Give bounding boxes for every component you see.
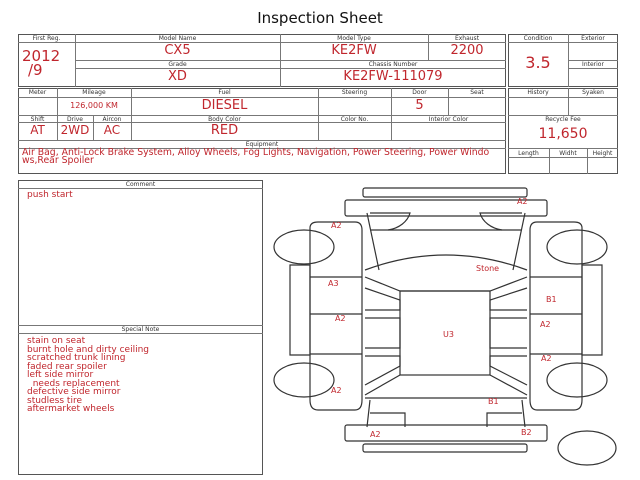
special-note-item: defective side mirror	[27, 387, 121, 397]
model-type-value: KE2FW	[331, 43, 377, 58]
damage-mark: B2	[521, 428, 532, 437]
comment-label: Comment	[125, 181, 156, 188]
equipment-value: Air Bag, Anti-Lock Brake System, Alloy W…	[22, 147, 490, 166]
special-note-item: burnt hole and dirty ceiling	[27, 344, 149, 355]
equipment-label: Equipment	[245, 141, 279, 148]
special-note-item: studless tire	[27, 395, 82, 406]
door-value: 5	[415, 98, 424, 113]
aircon-label: Aircon	[102, 116, 122, 123]
wheel-rear-right	[546, 362, 608, 398]
exhaust-label: Exhaust	[454, 35, 480, 42]
steering-label: Steering	[341, 89, 368, 96]
mileage-value: 126,000 KM	[70, 101, 118, 110]
fuel-label: Fuel	[218, 89, 231, 96]
door-label: Door	[412, 89, 427, 96]
interior-label: Interior	[582, 61, 604, 68]
special-note-item: scratched trunk lining	[27, 353, 126, 363]
chassis-value: KE2FW-111079	[343, 69, 443, 84]
first-reg-year: 2012	[22, 47, 61, 65]
chassis-label: Chassis Number	[368, 61, 418, 68]
special-note-label: Special Note	[121, 326, 160, 333]
body-color-label: Body Color	[208, 116, 241, 123]
interior-color-label: Interior Color	[428, 116, 469, 123]
comment-panel	[18, 180, 263, 475]
drive-value: 2WD	[60, 123, 90, 137]
recycle-fee-label: Recycle Fee	[545, 116, 581, 123]
damage-mark: A2	[331, 386, 342, 395]
page-title: Inspection Sheet	[257, 9, 383, 27]
damage-mark: A2	[517, 197, 528, 206]
length-label: Length	[518, 150, 539, 157]
condition-value: 3.5	[525, 53, 551, 72]
comment-text: push start	[27, 190, 73, 200]
damage-mark: A3	[328, 279, 339, 288]
grade-value: XD	[168, 69, 187, 84]
shift-label: Shift	[30, 116, 45, 123]
spare-tire	[557, 430, 617, 466]
width-label: Widht	[559, 150, 577, 157]
mileage-label: Mileage	[82, 89, 106, 96]
special-note-item: faded rear spoiler	[27, 361, 107, 372]
damage-mark: B1	[488, 397, 499, 406]
wheel-front-right	[546, 229, 608, 265]
history-table	[508, 88, 618, 174]
fuel-value: DIESEL	[201, 98, 248, 113]
damage-mark: A2	[331, 221, 342, 230]
condition-label: Condition	[523, 35, 553, 42]
model-type-label: Model Type	[337, 35, 371, 42]
body-color-value: RED	[210, 123, 239, 138]
damage-mark: A2	[540, 320, 551, 329]
first-reg-month: /9	[28, 61, 43, 79]
exterior-label: Exterior	[581, 35, 605, 42]
exhaust-value: 2200	[450, 43, 484, 58]
damage-mark: A2	[335, 314, 346, 323]
damage-mark: A2	[370, 430, 381, 439]
meter-label: Meter	[28, 89, 47, 96]
aircon-value: AC	[103, 123, 121, 137]
color-no-label: Color No.	[340, 116, 369, 123]
model-name-label: Model Name	[158, 35, 197, 42]
syaken-label: Syaken	[582, 89, 604, 96]
grade-label: Grade	[168, 61, 187, 68]
damage-mark: B1	[546, 295, 557, 304]
spec-table	[18, 88, 506, 174]
height-label: Height	[592, 150, 613, 157]
shift-value: AT	[30, 123, 45, 137]
history-label: History	[527, 89, 549, 96]
special-note-item: left side mirror	[27, 370, 94, 380]
special-note-item: stain on seat	[27, 336, 86, 346]
first-reg-label: First Reg.	[32, 35, 61, 42]
damage-mark: U3	[443, 330, 454, 339]
damage-mark: A2	[541, 354, 552, 363]
recycle-fee-value: 11,650	[538, 126, 588, 142]
damage-mark: Stone	[476, 264, 500, 273]
model-name-value: CX5	[164, 43, 191, 58]
drive-label: Drive	[67, 116, 83, 123]
wheel-front-left	[273, 229, 335, 265]
special-note-item: needs replacement	[27, 378, 120, 389]
wheel-rear-left	[273, 362, 335, 398]
seat-label: Seat	[470, 89, 484, 96]
special-note-item: aftermarket wheels	[27, 404, 115, 414]
